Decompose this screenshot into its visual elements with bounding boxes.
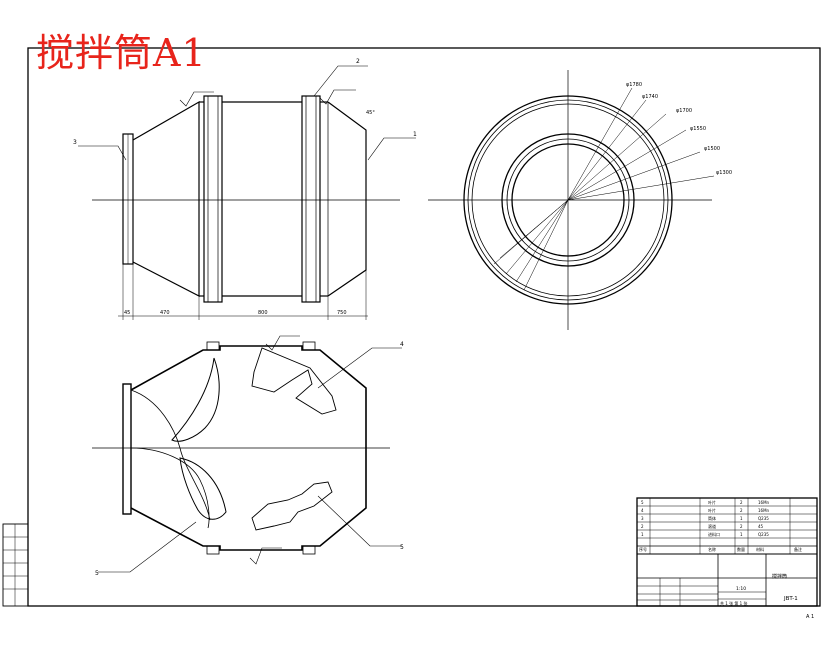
header-material: 材料 (756, 546, 764, 552)
header-no: 序号 (639, 546, 647, 552)
header-qty: 数量 (737, 546, 745, 552)
part-name: 搅拌筒 (772, 573, 787, 580)
front-view-labels: 3 1 2 45 470 800 750 45° (73, 58, 417, 316)
sheet-info: 共 1 张 第 1 张 (720, 600, 747, 606)
part-3-qty: 1 (740, 516, 743, 521)
callout-5: 5 (95, 570, 99, 577)
diameter-label: φ1300 (716, 170, 732, 176)
part-5-no: 1 (641, 532, 644, 537)
part-1-material: 16Mn (758, 500, 770, 505)
title-block (636, 497, 818, 607)
dimension-750: 750 (337, 310, 347, 316)
part-5-qty: 1 (740, 532, 743, 537)
part-2-qty: 2 (740, 508, 743, 513)
end-view (428, 70, 715, 330)
diameter-label: φ1500 (704, 146, 720, 152)
drawing-title: 搅拌筒A1 (36, 31, 207, 75)
part-1-name: 叶片 (708, 499, 716, 505)
front-view (78, 65, 416, 320)
part-4-material: 45 (758, 524, 764, 529)
dimension-45: 45 (124, 310, 130, 316)
callout-2: 2 (356, 58, 360, 65)
page-mark: A 1 (806, 614, 814, 620)
part-5-material: Q235 (758, 532, 769, 537)
diameter-label: φ1740 (642, 94, 658, 100)
part-4-qty: 2 (740, 524, 743, 529)
dimension-470: 470 (160, 310, 170, 316)
part-1-no: 5 (641, 500, 644, 505)
parts-list: 5 叶片 2 16Mn 4 叶片 2 16Mn 3 筒体 1 Q235 2 滚道… (639, 499, 802, 552)
diameter-label: φ1550 (690, 126, 706, 132)
drawing-number: JBT-1 (783, 596, 798, 602)
part-4-name: 滚道 (708, 523, 716, 529)
end-view-diameters: φ1780 φ1740 φ1700 φ1550 φ1500 φ1300 (626, 82, 732, 176)
callout-3: 3 (73, 139, 77, 146)
header-name: 名称 (708, 546, 716, 552)
part-2-name: 叶片 (708, 507, 716, 513)
angle-note: 45° (366, 110, 375, 116)
section-view (92, 335, 402, 573)
part-4-no: 2 (641, 524, 644, 529)
diameter-label: φ1700 (676, 108, 692, 114)
part-5-name: 进料口 (708, 531, 720, 537)
scale: 1:10 (736, 586, 746, 592)
diameter-label: φ1780 (626, 82, 642, 88)
callout-1: 1 (413, 131, 417, 138)
part-1-qty: 2 (740, 500, 743, 505)
section-view-labels: 4 5 5 (95, 341, 404, 577)
part-3-no: 3 (641, 516, 644, 521)
callout-5: 5 (400, 544, 404, 551)
part-2-material: 16Mn (758, 508, 770, 513)
part-2-no: 4 (641, 508, 644, 513)
drawing-frame (2, 47, 821, 607)
dimension-800: 800 (258, 310, 268, 316)
header-note: 备注 (794, 546, 802, 552)
callout-4: 4 (400, 341, 404, 348)
part-3-name: 筒体 (708, 515, 716, 521)
part-3-material: Q235 (758, 516, 769, 521)
title-block-labels: 搅拌筒 1:10 共 1 张 第 1 张 JBT-1 A 1 (720, 573, 814, 620)
